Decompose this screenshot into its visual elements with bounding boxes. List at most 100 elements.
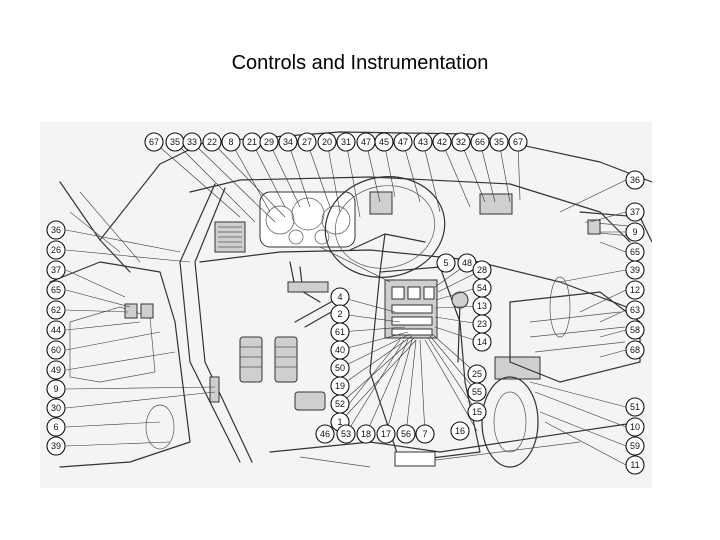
svg-text:36: 36 [51, 225, 61, 235]
callout-56: 56 [396, 424, 416, 444]
svg-text:11: 11 [630, 460, 639, 470]
svg-text:54: 54 [477, 283, 487, 293]
callout-49: 49 [46, 360, 66, 380]
callout-14: 14 [472, 332, 492, 352]
callout-11: 11 [625, 455, 645, 475]
svg-text:65: 65 [51, 285, 61, 295]
callout-32: 32 [451, 132, 471, 152]
svg-text:7: 7 [422, 429, 427, 439]
svg-text:52: 52 [335, 399, 345, 409]
svg-text:23: 23 [477, 319, 487, 329]
svg-text:39: 39 [630, 265, 640, 275]
callouts-bottom-row: 46 53 18 17 56 7 [315, 424, 435, 444]
svg-text:8: 8 [228, 137, 233, 147]
svg-text:66: 66 [475, 137, 485, 147]
callout-18: 18 [356, 424, 376, 444]
svg-text:50: 50 [335, 363, 345, 373]
callout-42: 42 [432, 132, 452, 152]
callout-2: 2 [330, 304, 350, 324]
callout-10: 10 [625, 417, 645, 437]
svg-text:9: 9 [632, 227, 637, 237]
svg-text:4: 4 [337, 292, 342, 302]
svg-text:27: 27 [302, 137, 312, 147]
callout-4: 4 [330, 287, 350, 307]
svg-text:43: 43 [418, 137, 428, 147]
callout-28: 28 [472, 260, 492, 280]
callout-23: 23 [472, 314, 492, 334]
callout-7: 7 [415, 424, 435, 444]
callout-47b: 47 [393, 132, 413, 152]
svg-text:32: 32 [456, 137, 466, 147]
svg-text:15: 15 [472, 407, 482, 417]
callout-36-right: 36 [625, 170, 645, 190]
callout-51: 51 [625, 397, 645, 417]
svg-text:46: 46 [320, 429, 330, 439]
svg-text:51: 51 [630, 402, 640, 412]
svg-text:5: 5 [443, 258, 448, 268]
callout-53: 53 [336, 424, 356, 444]
svg-text:60: 60 [51, 345, 61, 355]
callouts-left: 36 26 37 65 62 44 60 49 9 30 6 39 [46, 220, 66, 456]
svg-text:49: 49 [51, 365, 61, 375]
svg-text:61: 61 [335, 327, 345, 337]
callout-55: 55 [467, 382, 487, 402]
callout-59: 59 [625, 436, 645, 456]
callout-43: 43 [413, 132, 433, 152]
callout-12: 12 [625, 280, 645, 300]
callout-46: 46 [315, 424, 335, 444]
callout-9-right: 9 [625, 222, 645, 242]
car-interior-illustration: 67 35 33 22 8 21 29 34 27 20 31 47 45 47… [46, 131, 652, 475]
callout-34: 34 [278, 132, 298, 152]
callout-27: 27 [297, 132, 317, 152]
callout-37-left: 37 [46, 260, 66, 280]
svg-text:16: 16 [455, 426, 465, 436]
svg-text:1: 1 [337, 417, 342, 427]
callout-47: 47 [356, 132, 376, 152]
callout-40: 40 [330, 340, 350, 360]
callouts-right: 36 37 9 65 39 12 63 58 68 51 10 59 11 [625, 170, 645, 475]
svg-text:58: 58 [630, 325, 640, 335]
svg-text:42: 42 [437, 137, 447, 147]
svg-text:2: 2 [337, 309, 342, 319]
callout-16: 16 [450, 421, 470, 441]
callout-13: 13 [472, 296, 492, 316]
svg-text:47: 47 [398, 137, 408, 147]
svg-text:33: 33 [187, 137, 197, 147]
svg-text:45: 45 [379, 137, 389, 147]
callout-15: 15 [467, 402, 487, 422]
svg-text:35: 35 [170, 137, 180, 147]
callout-35: 35 [165, 132, 185, 152]
callout-26: 26 [46, 240, 66, 260]
svg-text:65: 65 [630, 247, 640, 257]
callout-8: 8 [221, 132, 241, 152]
callout-45: 45 [374, 132, 394, 152]
svg-text:67: 67 [513, 137, 523, 147]
callout-66: 66 [470, 132, 490, 152]
callout-20: 20 [317, 132, 337, 152]
svg-text:39: 39 [51, 441, 61, 451]
callout-63: 63 [625, 300, 645, 320]
svg-text:59: 59 [630, 441, 640, 451]
callout-21: 21 [242, 132, 262, 152]
svg-text:21: 21 [247, 137, 257, 147]
callouts-console-column: 48 28 54 13 23 14 25 55 15 16 [450, 253, 492, 441]
svg-text:34: 34 [283, 137, 293, 147]
svg-text:29: 29 [264, 137, 274, 147]
callout-54: 54 [472, 278, 492, 298]
svg-text:68: 68 [630, 345, 640, 355]
callout-19: 19 [330, 376, 350, 396]
svg-text:26: 26 [51, 245, 61, 255]
callout-30: 30 [46, 398, 66, 418]
callout-17: 17 [376, 424, 396, 444]
svg-text:37: 37 [51, 265, 61, 275]
callout-67b: 67 [508, 132, 528, 152]
callout-22: 22 [202, 132, 222, 152]
callout-25: 25 [467, 364, 487, 384]
svg-text:6: 6 [53, 422, 58, 432]
svg-text:13: 13 [477, 301, 487, 311]
svg-text:55: 55 [472, 387, 482, 397]
callout-9-left: 9 [46, 379, 66, 399]
callouts-top: 67 35 33 22 8 21 29 34 27 20 31 47 45 47… [144, 132, 528, 152]
callout-37-right: 37 [625, 202, 645, 222]
svg-text:37: 37 [630, 207, 640, 217]
